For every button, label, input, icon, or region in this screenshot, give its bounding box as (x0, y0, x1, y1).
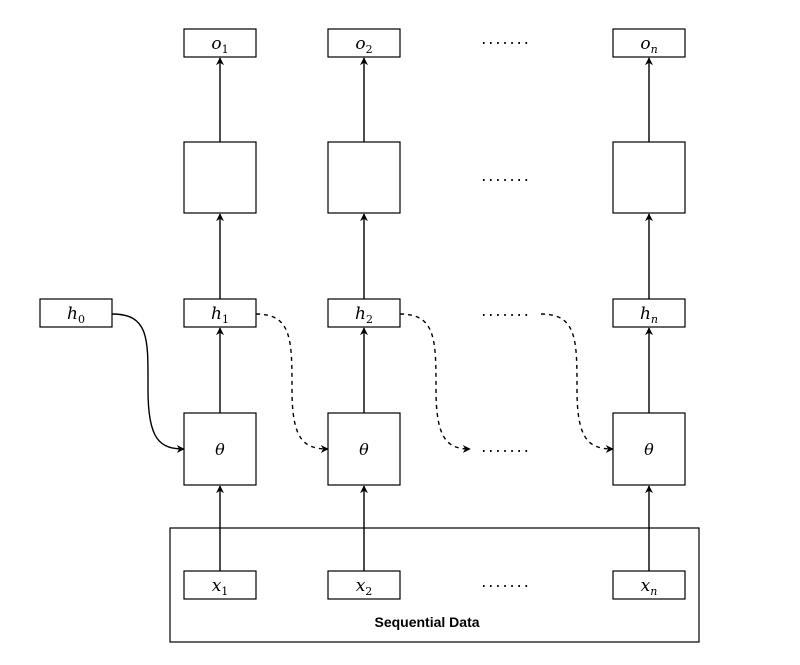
svg-text:h2: h2 (355, 304, 373, 326)
arrow-h2-to-ellipsis (399, 313, 471, 453)
svg-text:o1: o1 (211, 34, 228, 56)
hidden-node-1: h1 (183, 298, 257, 328)
svg-text:θ: θ (359, 440, 369, 459)
output-layer-n (612, 141, 686, 214)
svg-text:θ: θ (215, 440, 225, 459)
ellipsis-outputs: ....... (481, 29, 531, 48)
rnn-cell-2: θ (327, 412, 401, 486)
input-node-2: x2 (327, 570, 401, 600)
svg-text:h0: h0 (67, 304, 85, 326)
ellipsis-hidden: ....... (481, 301, 531, 320)
ellipsis-cells: ....... (481, 437, 531, 456)
sequential-data-container (169, 527, 700, 643)
rnn-cell-1: θ (183, 412, 257, 486)
svg-text:θ: θ (644, 440, 654, 459)
hidden-node-2: h2 (327, 298, 401, 328)
svg-text:o2: o2 (355, 34, 372, 56)
sequential-data-label: Sequential Data (374, 614, 479, 630)
ellipsis-inputs: ....... (481, 572, 531, 591)
ellipsis-layers: ....... (481, 166, 531, 185)
output-node-n: on (612, 28, 686, 58)
input-node-1: x1 (183, 570, 257, 600)
arrow-h0-to-cell-1 (111, 313, 185, 453)
output-layer-2 (327, 141, 401, 214)
svg-text:xn: xn (641, 576, 658, 598)
arrow-ellipsis-to-cell-n (540, 313, 614, 453)
hidden-node-n: hn (612, 298, 686, 328)
output-node-1: o1 (183, 28, 257, 58)
svg-text:on: on (640, 34, 657, 56)
output-layer-1 (183, 141, 257, 214)
svg-text:hn: hn (640, 304, 658, 326)
svg-text:x1: x1 (212, 576, 229, 598)
input-node-n: xn (612, 570, 686, 600)
arrow-h1-to-cell-2 (255, 313, 329, 453)
rnn-cell-n: θ (612, 412, 686, 486)
svg-text:h1: h1 (211, 304, 229, 326)
initial-hidden-node: h0 (39, 298, 113, 328)
output-node-2: o2 (327, 28, 401, 58)
svg-text:x2: x2 (356, 576, 373, 598)
